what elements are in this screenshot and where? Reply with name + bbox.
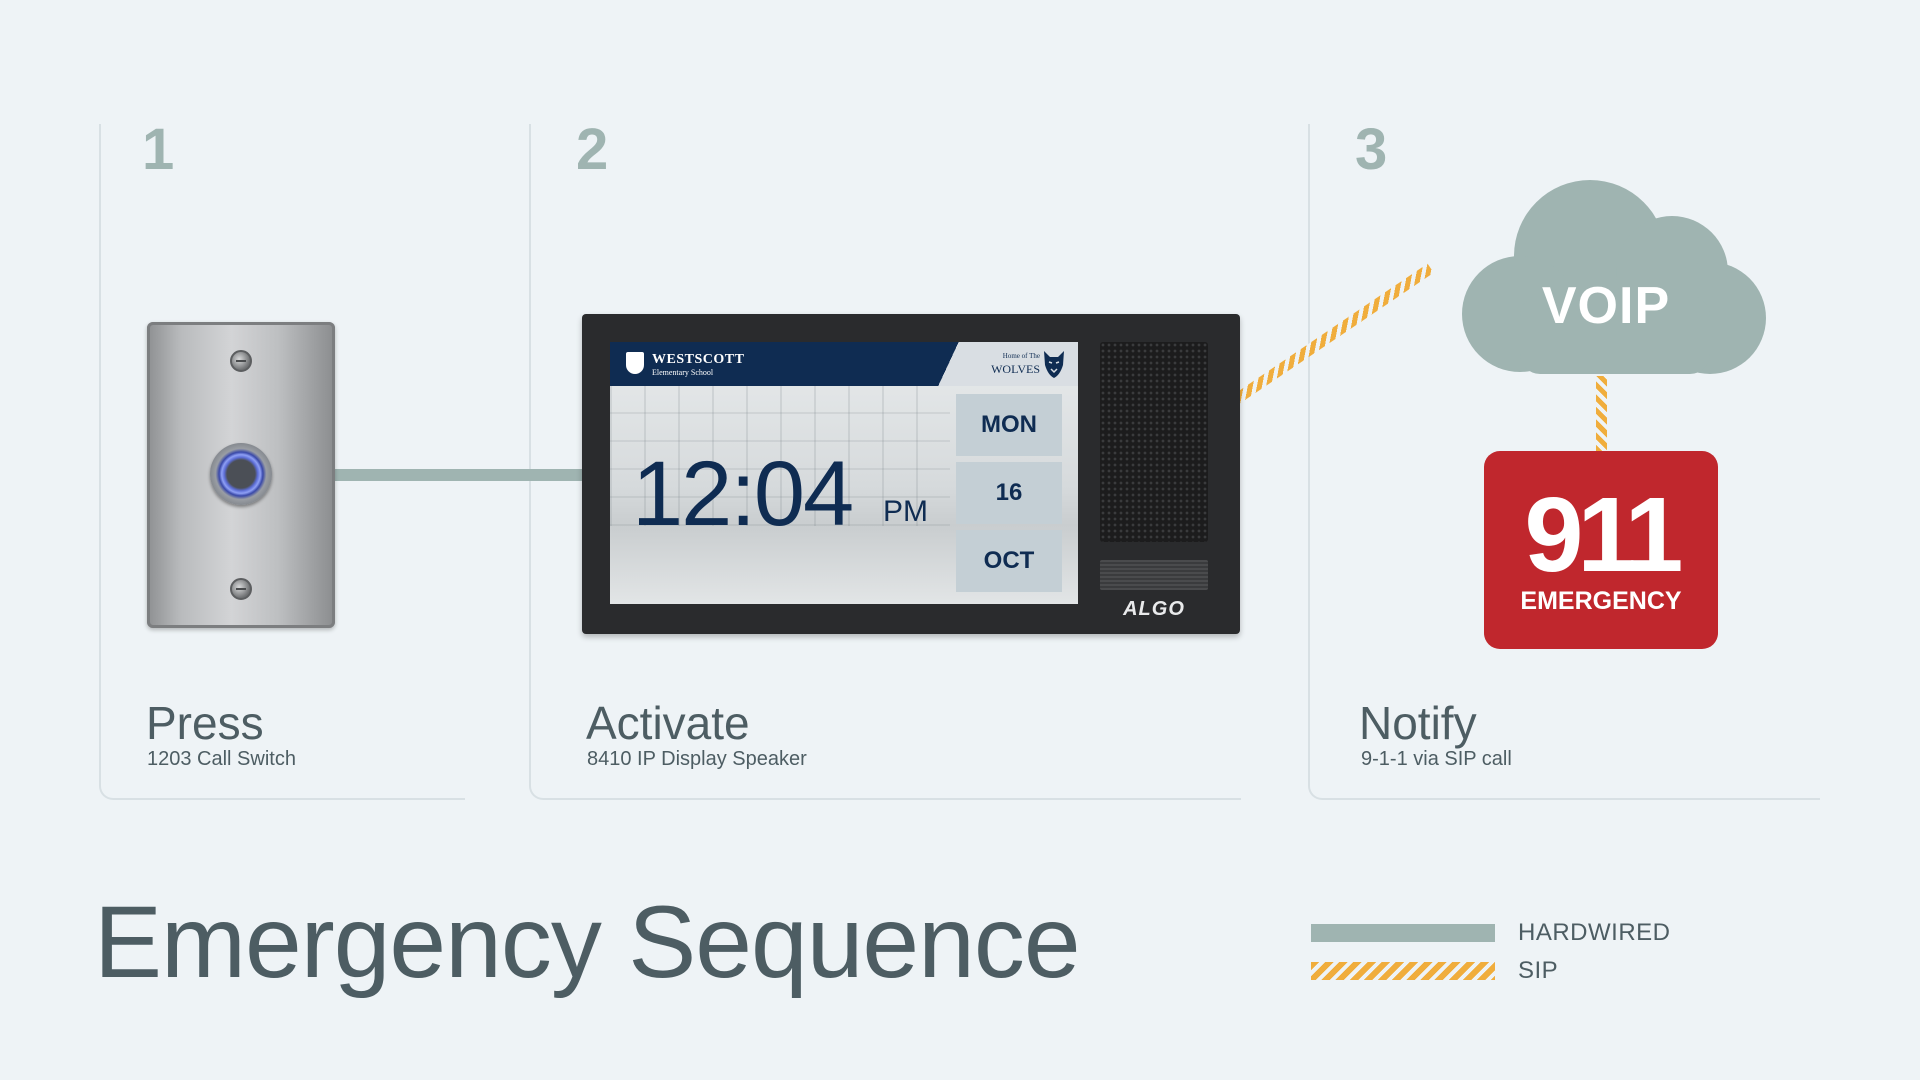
sip-connection-cloud-911 (1596, 376, 1607, 452)
step-1-title: Press (146, 697, 264, 749)
cloud-icon (1462, 180, 1766, 374)
mascot-banner: Home of The WOLVES (928, 342, 1078, 386)
date-number: 16 (956, 462, 1062, 524)
step-1-number: 1 (142, 117, 175, 182)
step-2-number: 2 (576, 117, 609, 182)
hardwired-connection (335, 469, 582, 481)
screw-icon (230, 350, 252, 372)
wolf-icon (1044, 351, 1064, 378)
clock-ampm: PM (883, 495, 928, 528)
voip-label: VOIP (1541, 277, 1671, 335)
mascot-name: WOLVES (991, 362, 1040, 376)
call-switch-image (147, 322, 335, 628)
step-1-frame (99, 124, 465, 800)
brand-logo: ALGO (1123, 598, 1185, 620)
date-day: MON (956, 394, 1062, 456)
step-2-frame (529, 124, 1241, 800)
illuminated-button-icon (210, 443, 272, 505)
school-name: WESTSCOTT (652, 352, 745, 367)
clock-time: 12:04 (632, 443, 854, 545)
step-3-subtitle: 9-1-1 via SIP call (1361, 748, 1512, 770)
legend-hardwired-swatch (1311, 924, 1495, 942)
emergency-911-badge: 911 EMERGENCY (1484, 451, 1718, 649)
step-2-subtitle: 8410 IP Display Speaker (587, 748, 807, 770)
screen-header: WESTSCOTT Elementary School Home of The … (610, 342, 1078, 386)
display-speaker-image: WESTSCOTT Elementary School Home of The … (582, 314, 1240, 634)
screw-icon (230, 578, 252, 600)
building-background (610, 386, 950, 526)
legend-sip-swatch (1311, 962, 1495, 980)
speaker-grille (1100, 342, 1208, 542)
device-screen: WESTSCOTT Elementary School Home of The … (610, 342, 1078, 604)
legend-hardwired-label: HARDWIRED (1518, 919, 1671, 946)
crest-icon (626, 352, 644, 374)
strobe-bar (1100, 560, 1208, 590)
step-2-title: Activate (586, 697, 750, 749)
step-1-subtitle: 1203 Call Switch (147, 748, 296, 770)
date-month: OCT (956, 530, 1062, 592)
legend-sip-label: SIP (1518, 957, 1559, 984)
step-3-title: Notify (1359, 697, 1477, 749)
emergency-number: 911 (1524, 476, 1683, 594)
home-of-label: Home of The (1002, 352, 1040, 360)
emergency-label: EMERGENCY (1520, 587, 1682, 615)
step-3-frame (1308, 124, 1820, 800)
school-subtitle: Elementary School (652, 368, 714, 377)
page-title: Emergency Sequence (94, 885, 1081, 999)
step-3-number: 3 (1355, 117, 1388, 182)
